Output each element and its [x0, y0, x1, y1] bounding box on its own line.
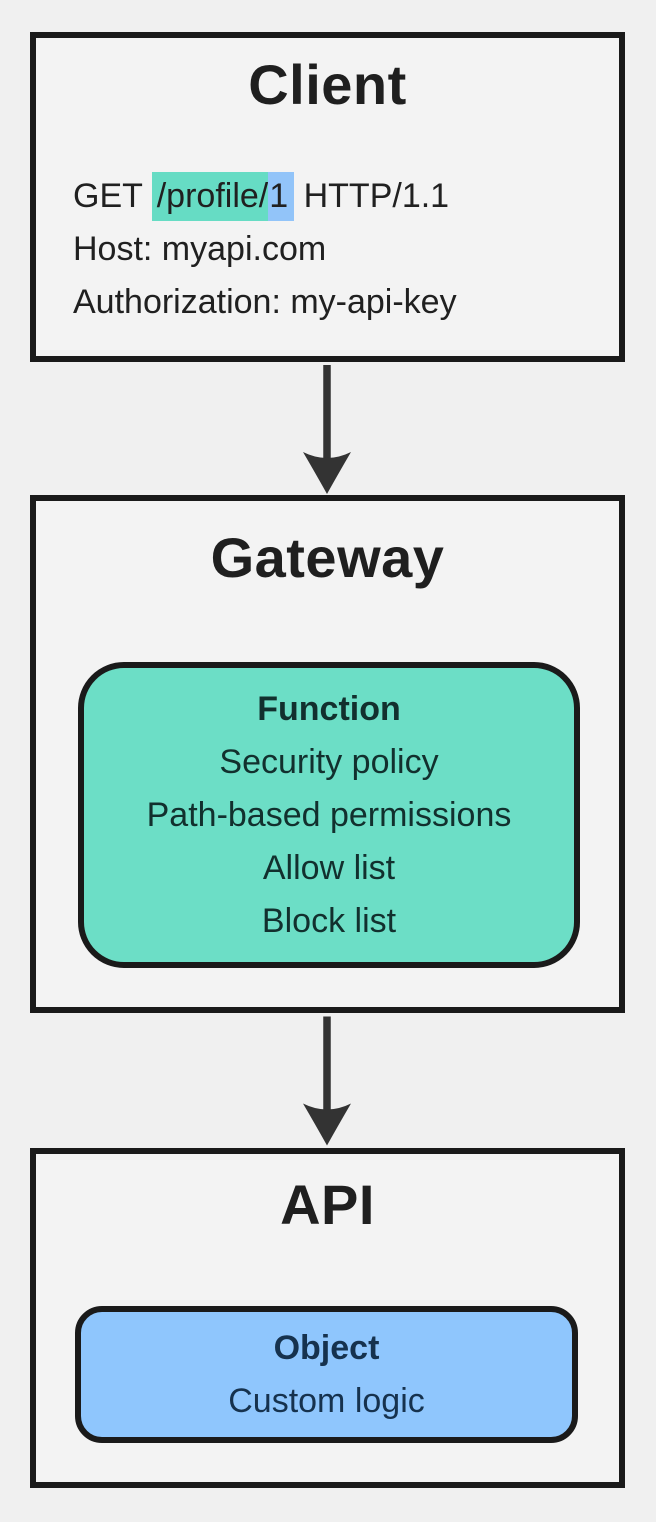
path-param-highlight-blue: 1	[268, 172, 295, 221]
object-subnode: Object Custom logic	[75, 1306, 578, 1443]
gateway-node: Gateway Function Security policy Path-ba…	[30, 495, 625, 1013]
request-line-3: Authorization: my-api-key	[73, 283, 457, 321]
request-method: GET	[73, 177, 152, 215]
request-protocol: HTTP/1.1	[294, 177, 450, 215]
request-line-1: GET /profile/1 HTTP/1.1	[73, 170, 457, 223]
client-node-title: Client	[248, 53, 407, 116]
down-arrow-icon	[303, 1016, 351, 1146]
request-line-2: Host: myapi.com	[73, 230, 327, 268]
api-node: API Object Custom logic	[30, 1148, 625, 1488]
object-subnode-title: Object	[273, 1328, 380, 1367]
client-node: Client GET /profile/1 HTTP/1.1 Host: mya…	[30, 32, 625, 362]
function-subnode: Function Security policy Path-based perm…	[78, 662, 580, 968]
function-subnode-title: Function	[257, 689, 401, 728]
path-highlight-teal: /profile/	[151, 172, 269, 221]
object-item: Custom logic	[228, 1381, 425, 1420]
connector-client-to-gateway	[297, 365, 357, 494]
http-request-text: GET /profile/1 HTTP/1.1 Host: myapi.com …	[73, 170, 457, 329]
function-item: Path-based permissions	[146, 795, 512, 834]
down-arrow-icon	[303, 365, 351, 494]
connector-gateway-to-api	[297, 1016, 357, 1146]
gateway-node-title: Gateway	[210, 526, 445, 589]
function-item: Allow list	[262, 848, 396, 887]
function-item: Security policy	[219, 742, 439, 781]
function-item: Block list	[261, 901, 397, 940]
api-node-title: API	[280, 1173, 375, 1236]
